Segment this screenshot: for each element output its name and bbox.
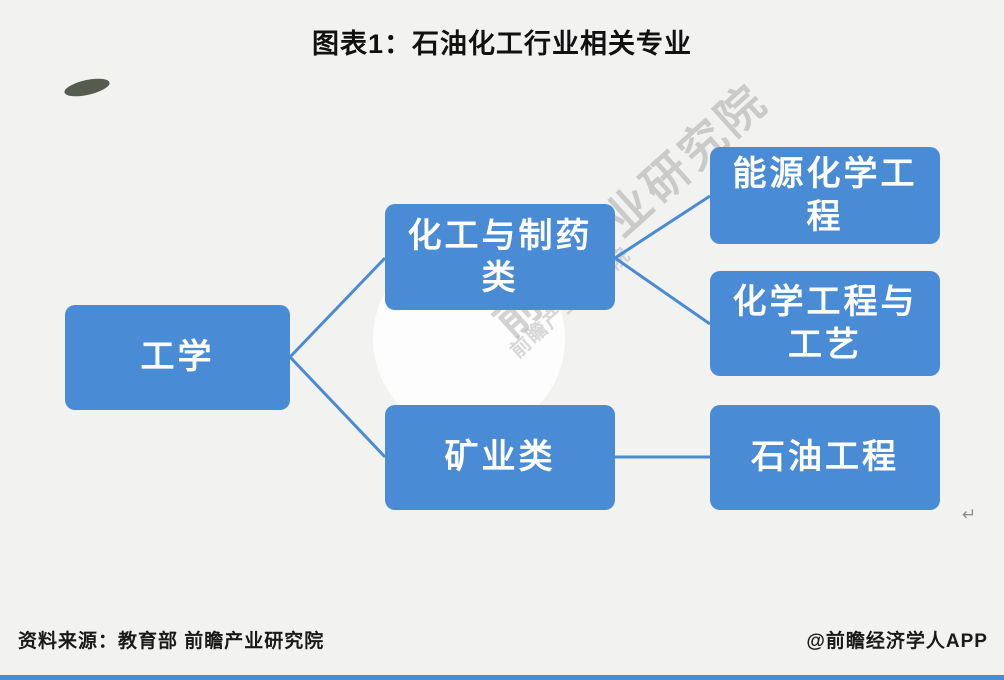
credit-note: @前瞻经济学人APP: [806, 631, 988, 652]
page-title: 图表1：石油化工行业相关专业: [311, 29, 692, 59]
node-engineering-label: 工学: [140, 338, 215, 377]
node-petroleum-eng: 石油工程: [710, 405, 940, 510]
edge-engineering-mining: [288, 355, 387, 459]
node-mining: 矿业类: [385, 405, 615, 510]
edge-chem-pharma-chem-eng: [614, 256, 711, 326]
source-note: 资料来源：教育部 前瞻产业研究院: [18, 631, 325, 652]
node-chem-eng-tech: 化学工程与工艺: [710, 271, 940, 376]
node-petroleum-eng-label: 石油工程: [751, 438, 899, 477]
node-chem-eng-tech-label: 化学工程与工艺: [732, 283, 918, 364]
bottom-accent-bar: [0, 675, 1004, 680]
return-mark: ↵: [962, 505, 977, 524]
node-energy-chem-eng: 能源化学工程: [710, 147, 940, 244]
edge-engineering-chem-pharma: [288, 256, 387, 359]
node-engineering: 工学: [65, 305, 290, 410]
node-chem-pharma-label: 化工与制药类: [407, 216, 593, 298]
edge-chem-pharma-energy: [614, 194, 711, 260]
node-chem-pharma: 化工与制药类: [385, 204, 615, 310]
node-energy-chem-eng-label: 能源化学工程: [732, 155, 918, 236]
node-mining-label: 矿业类: [444, 438, 556, 477]
